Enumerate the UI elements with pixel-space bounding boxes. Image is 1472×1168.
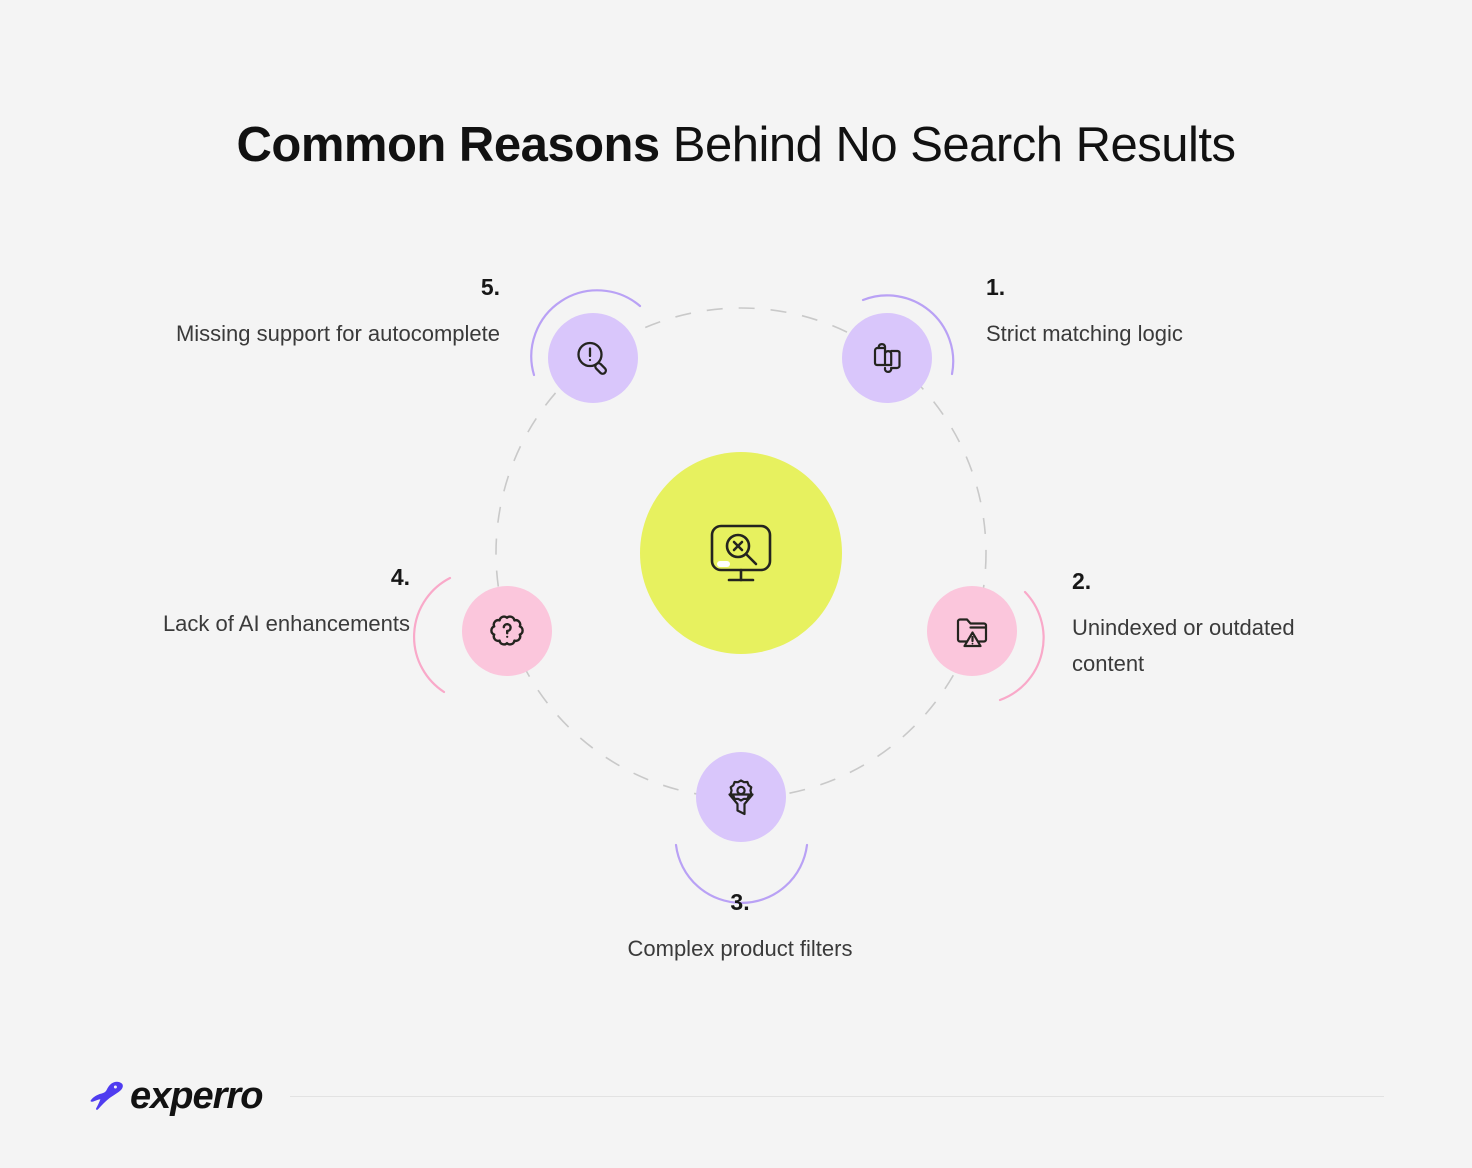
node-text-5: Missing support for autocomplete [175, 321, 500, 346]
footer-divider [290, 1095, 1384, 1097]
node-text-1: Strict matching logic [986, 321, 1183, 346]
node-number-2: 2. [1072, 568, 1092, 594]
brand-logo[interactable]: experro [88, 1075, 263, 1117]
node-bubble-2[interactable] [927, 586, 1017, 676]
node-label-2: 2. Unindexed or outdated content [1072, 562, 1372, 682]
node-bubble-5[interactable] [548, 313, 638, 403]
puzzle-pieces-icon [864, 335, 910, 381]
center-hub [640, 452, 842, 654]
page-title-strong: Common Reasons [236, 117, 661, 172]
folder-warning-icon [949, 608, 995, 654]
node-label-4: 4. Lack of AI enhancements [160, 558, 410, 642]
brain-question-icon [484, 608, 530, 654]
node-label-1: 1. Strict matching logic [986, 268, 1266, 352]
node-label-3: 3. Complex product filters [575, 883, 905, 967]
accent-arc-node-4 [412, 576, 452, 694]
bird-logo-icon [88, 1078, 126, 1114]
node-text-4: Lack of AI enhancements [162, 611, 410, 636]
magnifier-alert-icon [570, 335, 616, 381]
node-number-5: 5. [480, 274, 500, 300]
node-number-3: 3. [730, 889, 750, 915]
filter-funnel-gear-icon [718, 774, 764, 820]
page-title: Common Reasons Behind No Search Results [0, 115, 1472, 175]
brand-name: experro [130, 1075, 263, 1117]
node-label-5: 5. Missing support for autocomplete [175, 268, 500, 352]
node-number-4: 4. [390, 564, 410, 590]
node-bubble-4[interactable] [462, 586, 552, 676]
footer: experro [88, 1068, 1384, 1124]
page-title-light: Behind No Search Results [659, 117, 1236, 172]
node-bubble-1[interactable] [842, 313, 932, 403]
node-text-3: Complex product filters [627, 936, 853, 961]
node-number-1: 1. [986, 274, 1006, 300]
node-bubble-3[interactable] [696, 752, 786, 842]
monitor-no-search-results-icon [704, 516, 778, 590]
node-text-2: Unindexed or outdated content [1072, 615, 1295, 676]
